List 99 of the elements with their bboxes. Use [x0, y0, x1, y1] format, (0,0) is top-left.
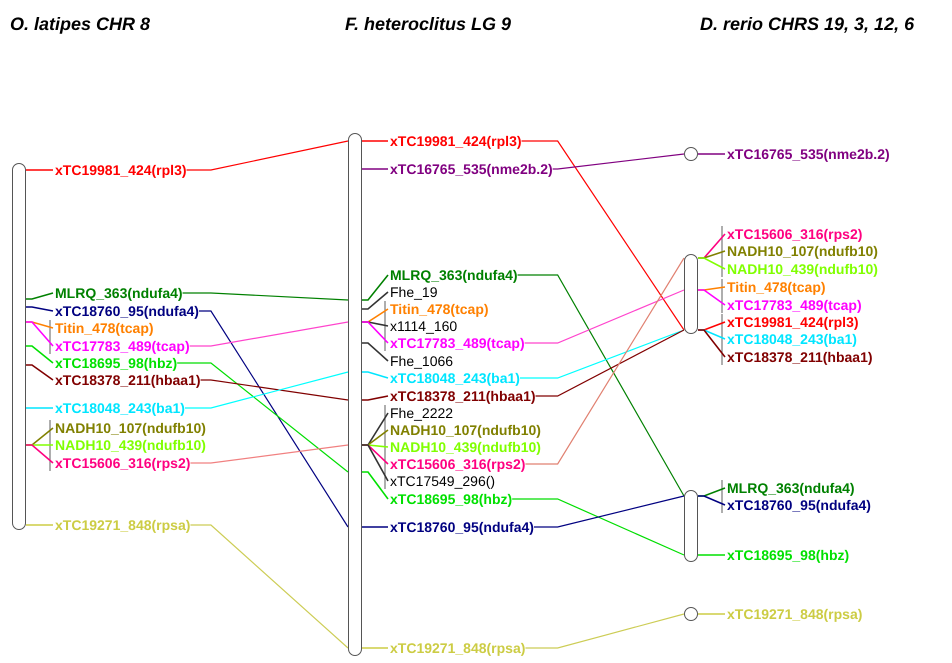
marker-tick [362, 291, 389, 310]
synteny-line [200, 379, 348, 401]
marker-tick [362, 647, 388, 649]
marker-label: Fhe_1066 [390, 352, 454, 370]
synteny-line [190, 444, 348, 464]
synteny-line [522, 140, 684, 330]
marker-tick [698, 153, 725, 155]
marker-tick [362, 342, 389, 362]
marker-tick [26, 364, 54, 381]
synteny-line [186, 140, 348, 171]
chromosome-bar [684, 490, 698, 562]
marker-label: xTC18378_211(hbaa1) [727, 348, 873, 366]
marker-label: xTC19271_848(rpsa) [55, 516, 190, 534]
marker-label: xTC18048_243(ba1) [727, 330, 857, 348]
chromosome-bar [12, 163, 26, 530]
chromosome-bar [348, 133, 362, 656]
marker-label: NADH10_439(ndufb10) [727, 260, 878, 278]
synteny-line [525, 613, 684, 649]
synteny-line [518, 274, 685, 496]
marker-label: xTC16765_535(nme2b.2) [727, 146, 890, 162]
marker-tick [26, 444, 54, 464]
marker-label: xTC18695_98(hbz) [727, 546, 850, 564]
marker-label: xTC15606_316(rps2) [727, 226, 862, 242]
marker-label: xTC18048_243(ba1) [55, 400, 185, 416]
marker-tick [362, 168, 388, 170]
marker-label: xTC18378_211(hbaa1) [390, 388, 536, 404]
column-heading: O. latipes CHR 8 [10, 14, 150, 35]
marker-label: Titin_478(tcap) [390, 300, 489, 318]
marker-tick [362, 371, 388, 379]
marker-label: xTC17783_489(tcap) [390, 334, 525, 352]
marker-label: Titin_478(tcap) [727, 278, 826, 296]
marker-label: xTC17549_296() [390, 472, 496, 490]
marker-tick [26, 407, 53, 409]
marker-tick [26, 345, 54, 364]
marker-tick [362, 395, 388, 401]
column-heading: D. rerio CHRS 19, 3, 12, 6 [700, 14, 914, 35]
synteny-line [184, 371, 348, 409]
marker-tick [698, 613, 725, 615]
marker-label: MLRQ_363(ndufa4) [55, 284, 183, 302]
marker-tick [362, 274, 389, 301]
synteny-line [520, 329, 684, 379]
marker-label: xTC19271_848(rpsa) [727, 606, 862, 622]
marker-label: x1114_160 [390, 318, 458, 334]
marker-label: xTC17783_489(tcap) [55, 338, 190, 354]
marker-tick [26, 524, 53, 526]
synteny-line [190, 524, 348, 648]
marker-label: NADH10_107(ndufb10) [390, 422, 541, 438]
chromosome-circle [684, 607, 698, 621]
synteny-line [536, 329, 684, 397]
marker-tick [698, 329, 726, 358]
marker-label: xTC19981_424(rpl3) [55, 162, 187, 178]
marker-label: Fhe_19 [390, 284, 438, 300]
synteny-line [552, 153, 684, 170]
marker-label: xTC19981_424(rpl3) [727, 314, 859, 330]
marker-label: xTC19271_848(rpsa) [390, 640, 526, 656]
synteny-line [525, 258, 685, 465]
marker-tick [26, 306, 54, 312]
synteny-line [182, 292, 348, 301]
marker-label: Fhe_2222 [390, 404, 454, 422]
chromosome-circle [684, 147, 698, 161]
marker-label: Titin_478(tcap) [55, 320, 154, 336]
marker-label: xTC18760_95(ndufa4) [727, 496, 871, 514]
marker-tick [698, 554, 725, 556]
marker-tick [698, 495, 726, 506]
marker-tick [362, 321, 389, 344]
marker-label: xTC18378_211(hbaa1) [55, 372, 201, 388]
synteny-line [198, 310, 348, 528]
synteny-line [512, 498, 684, 556]
marker-label: xTC18048_243(ba1) [390, 370, 520, 386]
marker-tick [362, 444, 389, 482]
marker-tick [698, 257, 726, 270]
synteny-line [190, 321, 348, 347]
chromosome-bar [684, 254, 698, 334]
marker-label: xTC18695_98(hbz) [390, 490, 512, 508]
marker-label: MLRQ_363(ndufa4) [390, 266, 518, 284]
marker-label: MLRQ_363(ndufa4) [727, 480, 855, 496]
marker-label: xTC18760_95(ndufa4) [390, 518, 534, 536]
marker-label: xTC16765_535(nme2b.2) [390, 160, 553, 178]
marker-label: NADH10_439(ndufb10) [390, 438, 541, 456]
marker-label: xTC19981_424(rpl3) [390, 132, 522, 150]
marker-tick [362, 471, 389, 500]
synteny-line [534, 495, 684, 528]
marker-tick [26, 169, 53, 171]
synteny-line [177, 362, 348, 472]
synteny-line [524, 289, 684, 344]
marker-tick [362, 526, 388, 528]
marker-tick [26, 292, 54, 300]
marker-label: NADH10_107(ndufb10) [55, 420, 206, 436]
marker-tick [26, 321, 54, 347]
marker-tick [362, 140, 388, 142]
marker-label: NADH10_439(ndufb10) [55, 436, 206, 454]
marker-label: xTC15606_316(rps2) [55, 454, 190, 472]
marker-label: xTC18695_98(hbz) [55, 354, 178, 372]
marker-tick [698, 289, 726, 306]
marker-label: xTC18760_95(ndufa4) [55, 302, 199, 320]
marker-label: xTC17783_489(tcap) [727, 296, 862, 314]
marker-label: NADH10_107(ndufb10) [727, 242, 878, 260]
column-heading: F. heteroclitus LG 9 [345, 14, 512, 35]
marker-label: xTC15606_316(rps2) [390, 456, 526, 472]
